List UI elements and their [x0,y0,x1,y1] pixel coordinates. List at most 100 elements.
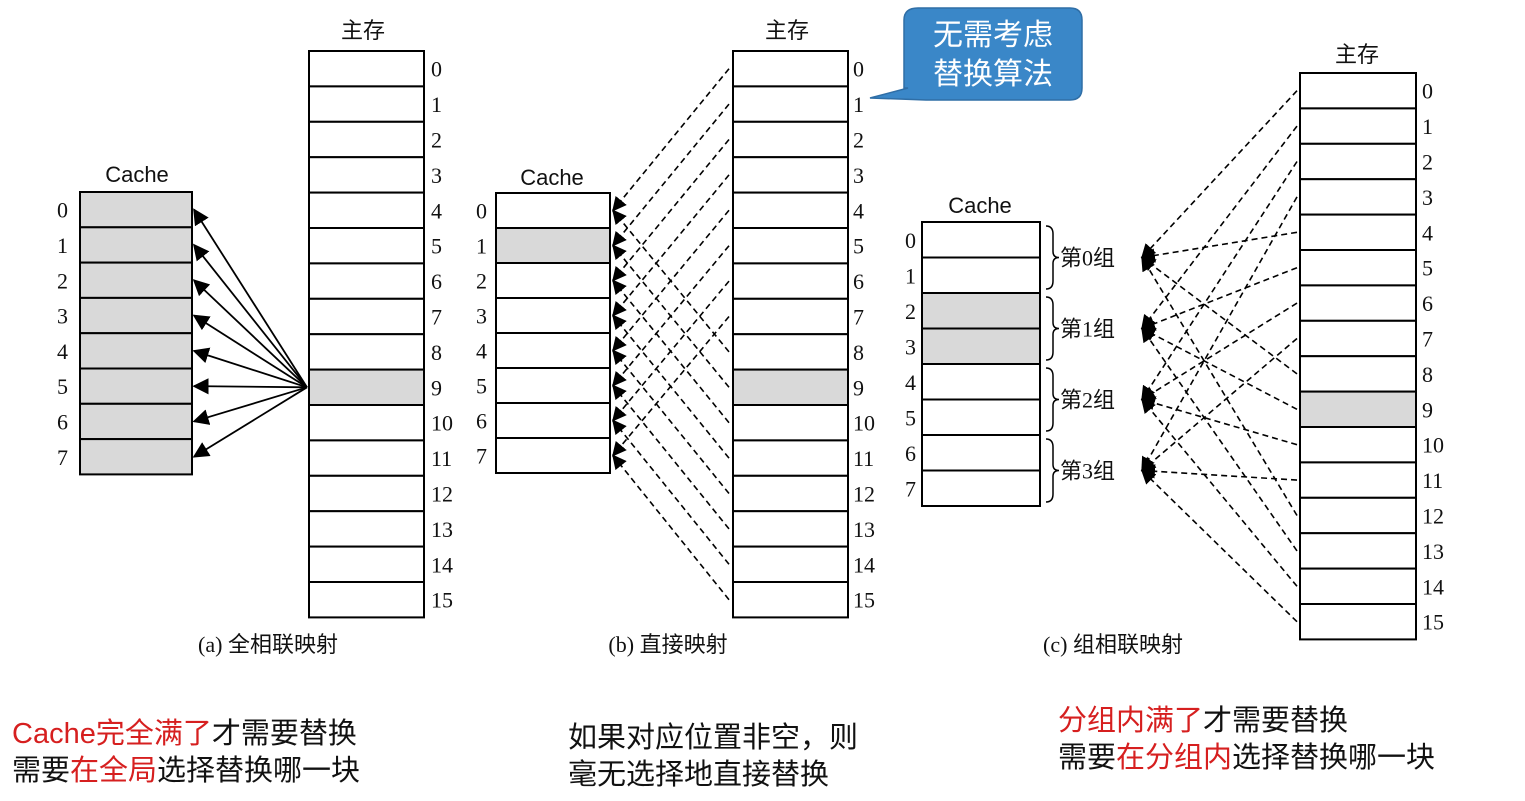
mapping-arrow [612,454,730,601]
memory-block-number: 1 [431,92,442,117]
mapping-arrows [612,68,730,601]
mapping-arrow [1141,256,1298,516]
memory-block-number: 14 [431,552,453,577]
memory-block-9 [1299,390,1417,429]
mapping-arrow [612,349,730,495]
memory-block-8 [308,333,425,371]
memory-block-3 [308,156,425,194]
mapping-arrow [1141,196,1298,472]
main-memory-title: 主存 [341,18,385,43]
group-label: 第1组 [1060,317,1115,342]
memory-block-4 [732,191,849,230]
memory-block-number: 8 [853,340,864,365]
note-emphasis: 分组内满了 [1058,705,1204,737]
memory-block-0 [1299,72,1417,110]
mapping-arrow [1141,161,1298,401]
memory-block-3 [1299,178,1417,216]
note-line-1: 分组内满了才需要替换 [1058,703,1435,740]
memory-block-9 [308,368,425,407]
mapping-arrow [1141,125,1298,330]
memory-block-number: 13 [1422,539,1444,564]
memory-block-10 [308,404,425,442]
cache-line-2 [79,261,193,299]
group-brace [1045,296,1060,361]
cache-line-number: 1 [476,234,487,259]
memory-block-number: 2 [853,128,864,153]
note-line-1: 如果对应位置非空，则 [568,722,859,754]
memory-block-11 [1299,461,1417,499]
memory-block-number: 2 [1422,150,1433,175]
mapping-arrow [1140,256,1298,375]
memory-block-number: 9 [431,375,442,400]
memory-block-number: 6 [431,269,442,294]
memory-block-13 [1299,532,1417,570]
note-text: 才需要替换 [1203,705,1349,737]
memory-block-number: 3 [1422,185,1433,210]
memory-block-number: 6 [853,269,864,294]
memory-block-number: 3 [853,163,864,188]
mapping-arrow [612,419,730,565]
memory-block-number: 5 [1422,256,1433,281]
cache-line-1 [79,226,193,264]
memory-block-6 [732,262,849,300]
cache-line-number: 0 [57,198,68,223]
memory-block-number: 12 [853,482,875,507]
mapping-arrow [192,314,308,389]
memory-block-14 [732,545,849,583]
cache-line-number: 7 [476,444,487,469]
main-memory-title: 主存 [765,18,809,43]
group-label: 第3组 [1060,459,1115,484]
memory-block-number: 10 [853,411,875,436]
mapping-arrow [612,314,730,459]
cache-line-number: 6 [905,441,916,466]
note-direct-mapped: 如果对应位置非空，则 毫无选择地直接替换 [568,720,858,794]
mapping-arrow [1140,231,1298,263]
memory-block-11 [308,439,425,477]
memory-block-number: 8 [431,340,442,365]
note-text: 才需要替换 [211,718,357,750]
cache-line-number: 4 [905,370,916,395]
memory-block-number: 9 [853,375,864,400]
note-line-2: 需要在分组内选择替换哪一块 [1058,740,1435,777]
memory-block-0 [308,50,425,88]
mapping-arrow [1140,337,1298,472]
memory-block-number: 4 [431,198,442,223]
mapping-arrow [192,243,308,388]
caption: (a) 全相联映射 [198,632,338,657]
memory-block-number: 0 [431,57,442,82]
memory-block-number: 7 [1422,327,1433,352]
memory-block-number: 13 [853,517,875,542]
cache-title: Cache [105,162,169,187]
cache-line-3 [495,297,611,334]
cache-line-0 [921,221,1041,259]
mapping-arrow [612,68,730,212]
memory-block-number: 14 [853,552,875,577]
cache-line-4 [79,332,193,370]
group-label: 第0组 [1060,246,1115,271]
note-text: 选择替换哪一块 [157,755,361,787]
mapping-arrow [192,347,308,389]
memory-block-number: 0 [1422,79,1433,104]
memory-block-number: 11 [1422,468,1443,493]
cache-line-number: 5 [905,405,916,430]
memory-block-7 [1299,319,1417,358]
memory-block-10 [732,404,849,442]
cache-title: Cache [948,193,1012,218]
cache-line-2 [495,262,611,299]
group-brace [1045,225,1060,290]
memory-block-12 [732,474,849,513]
memory-block-12 [308,474,425,513]
cache-line-number: 1 [905,263,916,288]
cache-line-3 [921,327,1041,365]
memory-block-number: 4 [853,198,864,223]
memory-block-2 [308,120,425,159]
memory-block-2 [1299,142,1417,181]
cache-line-3 [79,296,193,335]
cache-line-4 [921,363,1041,401]
cache-title: Cache [520,165,584,190]
mapping-arrow [612,279,730,424]
